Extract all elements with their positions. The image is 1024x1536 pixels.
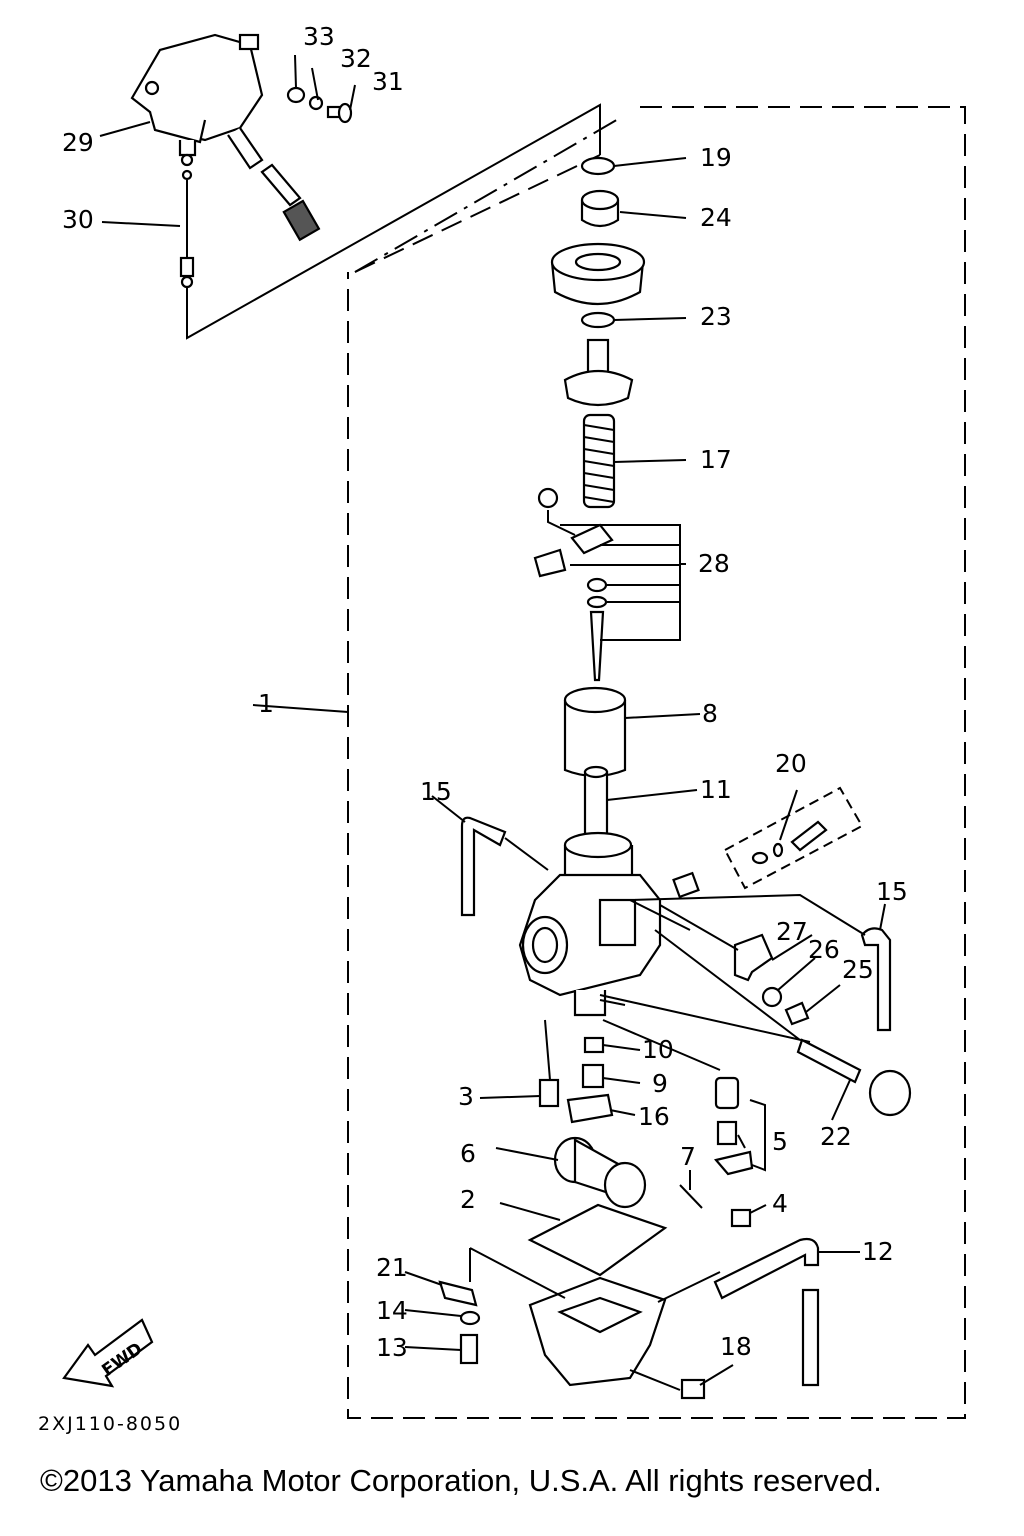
o-ring-23-part <box>580 311 616 329</box>
float-valve-5-part <box>713 1076 754 1176</box>
callout-13: 13 <box>376 1333 408 1362</box>
callout-11: 11 <box>700 775 732 804</box>
assembly-boundary <box>347 106 966 1419</box>
washer-26-part <box>761 986 783 1008</box>
top-cap-part <box>550 242 646 306</box>
callout-26: 26 <box>808 935 840 964</box>
callout-9: 9 <box>652 1069 668 1098</box>
cable-dash-line <box>354 117 621 273</box>
copyright-notice: ©2013 Yamaha Motor Corporation, U.S.A. A… <box>40 1463 882 1498</box>
hose-15-left-part <box>460 816 507 917</box>
plate-16-part <box>566 1093 614 1124</box>
hose-12-part <box>713 1237 820 1300</box>
callout-17: 17 <box>700 445 732 474</box>
seal-24-part <box>580 189 620 228</box>
callout-33: 33 <box>303 22 335 51</box>
callout-24: 24 <box>700 203 732 232</box>
hose-15-right-part <box>860 927 892 1032</box>
cable-part <box>179 153 195 289</box>
callout-23: 23 <box>700 302 732 331</box>
callout-30: 30 <box>62 205 94 234</box>
callout-22: 22 <box>820 1122 852 1151</box>
callout-6: 6 <box>460 1139 476 1168</box>
jet-3-part <box>538 1078 560 1108</box>
gasket-2-part <box>527 1203 668 1277</box>
washer-19-part <box>580 156 616 176</box>
throttle-valve-8-part <box>563 686 627 778</box>
bracket-27-part <box>733 933 774 982</box>
callout-4: 4 <box>772 1189 788 1218</box>
float-6-part <box>553 1136 647 1209</box>
float-chamber-part <box>528 1276 667 1387</box>
callout-5: 5 <box>772 1127 788 1156</box>
throttle-stop-screw-22-part <box>796 1038 912 1117</box>
callout-25: 25 <box>842 955 874 984</box>
callout-20: 20 <box>775 749 807 778</box>
drain-plate-21-part <box>438 1280 478 1307</box>
needle-jet-11-part <box>583 765 609 836</box>
needle-clip-set <box>533 487 681 682</box>
screw-25-part <box>784 1001 810 1026</box>
callout-29: 29 <box>62 128 94 157</box>
callout-18: 18 <box>720 1332 752 1361</box>
callout-8: 8 <box>702 699 718 728</box>
callout-28: 28 <box>698 549 730 578</box>
main-jet-9-part <box>581 1063 605 1089</box>
callout-12: 12 <box>862 1237 894 1266</box>
part-code: 2XJ110-8050 <box>38 1413 182 1435</box>
fwd-arrow: FWD <box>62 1318 154 1388</box>
callout-14: 14 <box>376 1296 408 1325</box>
callout-7: 7 <box>680 1142 696 1171</box>
hose-12-lower-part <box>801 1288 820 1387</box>
float-pin-7-part <box>679 1184 703 1209</box>
callout-1: 1 <box>258 689 274 718</box>
spring-17-part <box>582 413 616 509</box>
pilot-screw-set <box>723 786 864 890</box>
screw-13-part <box>459 1333 479 1365</box>
callout-27: 27 <box>776 917 808 946</box>
screw-washer-set <box>286 86 353 124</box>
leader-lines <box>99 54 886 1391</box>
callout-32: 32 <box>340 44 372 73</box>
carburetor-body-part <box>518 831 662 1017</box>
callout-19: 19 <box>700 143 732 172</box>
callout-2: 2 <box>460 1185 476 1214</box>
callout-31: 31 <box>372 67 404 96</box>
screw-18-part <box>680 1378 706 1400</box>
callout-3: 3 <box>458 1082 474 1111</box>
callout-10: 10 <box>642 1035 674 1064</box>
callout-21: 21 <box>376 1253 408 1282</box>
throttle-housing-part <box>130 33 321 242</box>
screw-4-part <box>730 1208 752 1228</box>
callout-16: 16 <box>638 1102 670 1131</box>
jet-10-part <box>583 1036 605 1054</box>
fitting-part <box>672 871 700 899</box>
callout-15-left: 15 <box>420 777 452 806</box>
washer-14-part <box>459 1310 481 1326</box>
callout-15-right: 15 <box>876 877 908 906</box>
cap-seat-part <box>563 338 634 407</box>
